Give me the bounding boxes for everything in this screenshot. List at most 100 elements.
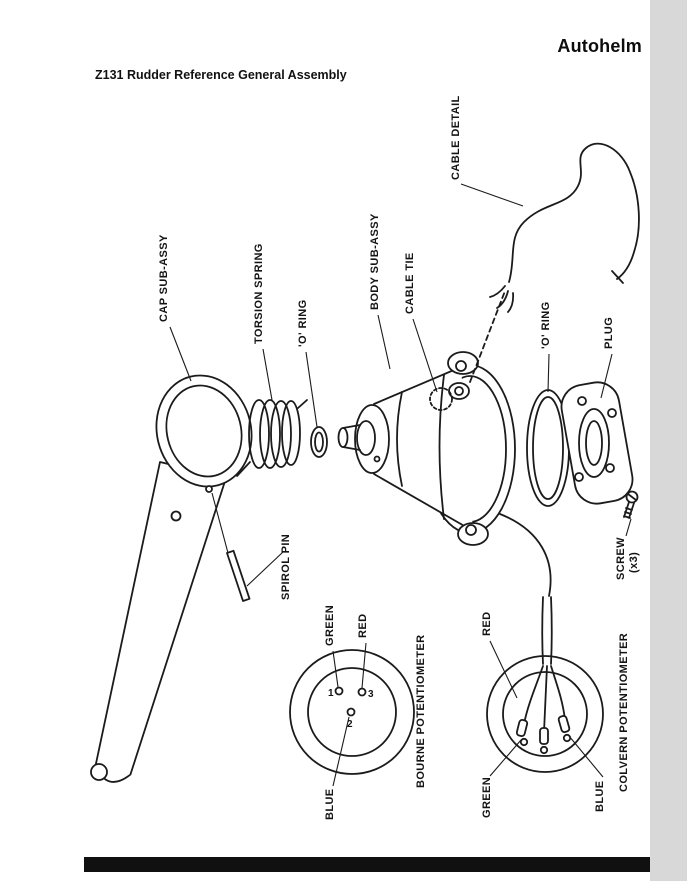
cap-disc-inner-rim	[165, 384, 243, 478]
spring-coil	[259, 399, 281, 469]
label-cable-detail: CABLE DETAIL	[450, 95, 462, 180]
bourne-pin-3-number: 3	[368, 689, 374, 700]
colvern-terminal-middle	[539, 727, 549, 745]
bourne-pin-3	[357, 687, 367, 697]
bourne-pin-2	[346, 707, 356, 717]
leader-torsion-spring	[262, 348, 273, 401]
leader-bourne-red	[361, 642, 367, 689]
spirol-pin-hole	[205, 485, 213, 493]
colvern-terminal-pad	[539, 745, 549, 755]
body-section-curve	[396, 391, 403, 487]
spring-coil	[281, 400, 301, 466]
screw-slot	[627, 493, 637, 501]
bourne-pin-2-number: 2	[347, 719, 353, 730]
label-cable-tie: CABLE TIE	[404, 252, 416, 314]
torsion-spring-drawing	[236, 399, 308, 477]
colvern-inner-circle	[502, 671, 588, 757]
shaft-tip	[337, 427, 349, 448]
label-plug: PLUG	[603, 317, 615, 349]
spirol-pin-rod	[226, 549, 251, 602]
leader-colvern-green	[489, 739, 522, 777]
label-colvern-blue: BLUE	[594, 780, 606, 812]
leader-cable-detail	[460, 183, 524, 207]
label-cap-sub-assy: CAP SUB-ASSY	[158, 234, 170, 322]
leader-colvern-red	[489, 640, 518, 699]
label-torsion-spring: TORSION SPRING	[253, 243, 265, 344]
label-bourne-title: BOURNE POTENTIOMETER	[415, 635, 427, 788]
body-cylinder-bottom-edge	[373, 473, 474, 532]
pot-cable-drawing	[499, 513, 553, 665]
o-ring-small-drawing	[310, 426, 328, 458]
screw-drawing	[623, 490, 639, 519]
spring-coil	[248, 399, 270, 469]
plug-hole	[577, 396, 587, 406]
colvern-terminal-pad	[562, 733, 572, 743]
colvern-pot-drawing	[486, 655, 604, 773]
plug-hole	[607, 408, 617, 418]
pot-cable-outline	[541, 596, 553, 665]
label-bourne-green: GREEN	[324, 605, 336, 646]
cap-sub-assy-drawing	[90, 374, 253, 783]
plug-hole	[605, 463, 615, 473]
screw-shaft-threads	[623, 501, 635, 519]
colvern-terminal-left	[515, 719, 529, 737]
leader-screw	[625, 518, 632, 537]
label-bourne-red: RED	[357, 614, 369, 638]
leader-body-sub-assy	[377, 314, 391, 370]
leader-plug	[600, 353, 613, 399]
plug-center-inner	[585, 420, 603, 466]
spring-leg-top	[297, 399, 308, 409]
bourne-outer-circle	[289, 649, 415, 775]
page-title: Z131 Rudder Reference General Assembly	[95, 68, 347, 82]
flange-boss-top-hole	[455, 360, 467, 372]
plug-center-outer	[578, 408, 610, 478]
cable-tie-ring	[429, 387, 453, 411]
spring-coil	[270, 400, 292, 468]
colvern-outer-circle	[486, 655, 604, 773]
plug-hole	[574, 472, 584, 482]
o-ring-small-outer	[310, 426, 328, 458]
label-o-ring-small: 'O' RING	[297, 299, 309, 347]
footer-scan-bar	[84, 857, 650, 872]
bourne-pin-1	[334, 686, 344, 696]
o-ring-small-inner	[314, 431, 324, 453]
spirol-pin-drawing	[211, 492, 251, 602]
shaft-collar	[356, 420, 376, 456]
leader-colvern-blue	[568, 735, 604, 778]
cable-curve	[508, 142, 640, 283]
cable-frayed-wires	[489, 285, 515, 313]
cable-cut-mark	[611, 270, 624, 284]
body-sub-assy-drawing	[337, 290, 516, 546]
arm-hole	[170, 510, 182, 522]
colvern-terminal-pad	[519, 737, 529, 747]
label-colvern-green: GREEN	[481, 777, 493, 818]
cable-detail-drawing	[489, 142, 640, 313]
label-bourne-blue: BLUE	[324, 788, 336, 820]
leader-o-ring-large	[547, 353, 550, 393]
bourne-pot-drawing: 1 3 2	[289, 649, 415, 775]
leader-cap-sub-assy	[169, 326, 192, 382]
flange-boss-bottom-hole	[465, 524, 477, 536]
leader-bourne-green	[332, 650, 339, 688]
leader-o-ring-small	[305, 351, 318, 428]
label-screw-qty: (x3)	[628, 552, 640, 573]
colvern-terminal-right	[557, 715, 571, 733]
body-cylinder-top-edge	[373, 366, 462, 405]
arm-end-knob	[90, 763, 108, 781]
label-colvern-title: COLVERN POTENTIOMETER	[618, 633, 630, 792]
spirol-pin-align-line	[211, 492, 229, 554]
o-ring-large-inner	[532, 396, 564, 500]
label-body-sub-assy: BODY SUB-ASSY	[369, 213, 381, 310]
scan-right-margin	[650, 0, 687, 881]
bourne-inner-circle	[307, 667, 397, 757]
leader-spirol-pin	[246, 551, 284, 587]
pot-cable-thick	[499, 513, 552, 597]
label-colvern-red: RED	[481, 612, 493, 636]
cable-gland-hole	[454, 386, 464, 396]
brand-text: Autohelm	[557, 36, 642, 56]
spring-leg-bottom	[236, 461, 251, 477]
bourne-pin-1-number: 1	[328, 688, 334, 699]
body-section-curve	[438, 374, 445, 520]
